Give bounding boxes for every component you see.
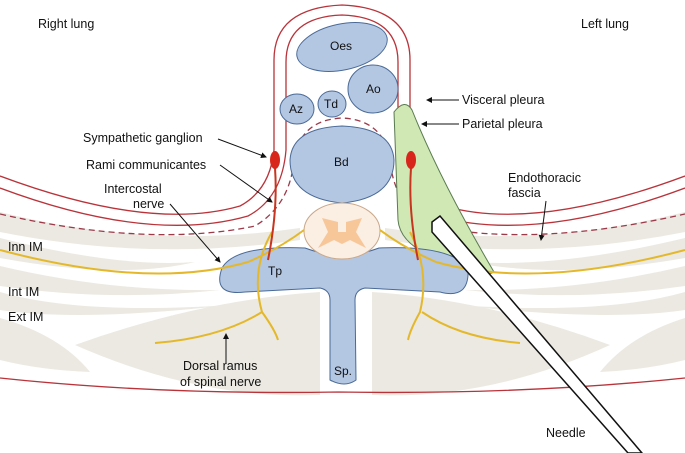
intercostal-nerve-label: Intercostal: [104, 182, 162, 196]
intercostal-nerve-label-2: nerve: [133, 197, 165, 211]
vertebral-body: [289, 125, 395, 204]
oes-label: Oes: [330, 39, 353, 53]
dorsal-ramus-label: Dorsal ramus: [183, 359, 258, 373]
endothoracic-fascia-label: Endothoracic: [508, 171, 581, 185]
needle-label: Needle: [546, 426, 586, 440]
sympathetic-ganglion-left: [406, 151, 416, 169]
td-label: Td: [324, 97, 339, 111]
azygos: [279, 93, 315, 125]
right-lung-label: Right lung: [38, 17, 95, 31]
rami-communicantes-label: Rami communicantes: [86, 158, 207, 172]
inn-im-label: Inn IM: [8, 240, 43, 254]
grey-matter: [318, 218, 366, 248]
sp-label: Sp.: [334, 364, 353, 378]
left-lung-label: Left lung: [581, 17, 629, 31]
thoracic-duct: [317, 90, 347, 118]
ao-label: Ao: [366, 82, 381, 96]
visceral-pleura-label: Visceral pleura: [462, 93, 545, 107]
needle: [431, 214, 643, 453]
sympathetic-ganglion-right: [270, 151, 280, 169]
int-im-label: Int IM: [8, 285, 40, 299]
ext-im-label: Ext IM: [8, 310, 44, 324]
aorta: [347, 64, 399, 114]
endothoracic-fascia: [0, 117, 685, 236]
tp-label: Tp: [268, 264, 283, 278]
dorsal-ramus-label-2: of spinal nerve: [180, 375, 262, 389]
spinal-cord: [303, 202, 381, 260]
endothoracic-fascia-label-2: fascia: [508, 186, 541, 200]
leader-lines: [169, 97, 547, 364]
bd-label: Bd: [334, 155, 349, 169]
sympathetic-ganglion-label: Sympathetic ganglion: [83, 131, 203, 145]
az-label: Az: [289, 102, 304, 116]
oesophagus: [296, 22, 388, 72]
parietal-pleura-label: Parietal pleura: [462, 117, 543, 131]
organs: [219, 22, 469, 385]
sympathetic-chains: [267, 167, 419, 261]
